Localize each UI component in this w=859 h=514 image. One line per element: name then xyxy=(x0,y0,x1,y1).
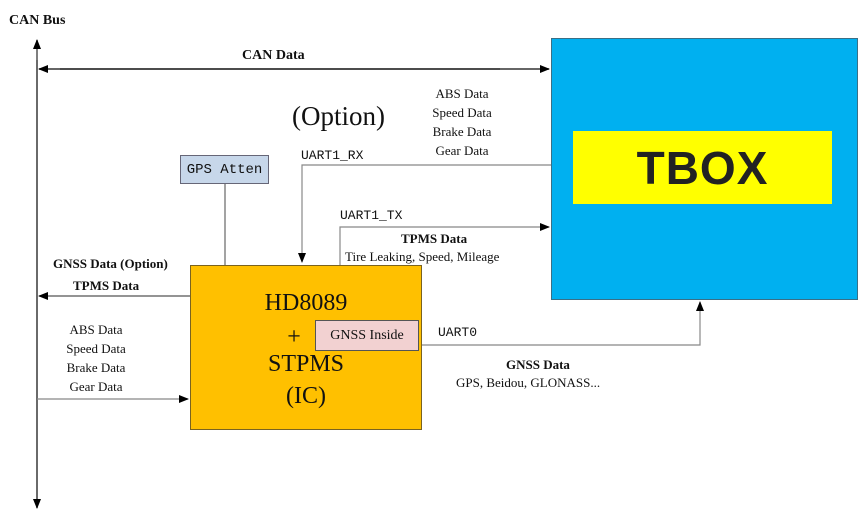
from-can-data-item: ABS Data xyxy=(69,322,123,337)
uart1-tx-title: TPMS Data xyxy=(401,231,468,246)
chip-plus: + xyxy=(287,324,301,350)
chip-stpms: STPMS xyxy=(267,351,345,377)
from-can-data-list: ABS Data Speed Data Brake Data Gear Data xyxy=(48,320,144,396)
option-label: (Option) xyxy=(292,101,385,131)
uart1-rx-line xyxy=(298,164,551,263)
tbox-label-panel: TBOX xyxy=(573,131,832,204)
chip-name: HD8089 xyxy=(264,290,348,316)
uart1-rx-data-list: ABS Data Speed Data Brake Data Gear Data xyxy=(412,84,512,160)
uart1-rx-data-item: Gear Data xyxy=(435,143,489,158)
from-can-data-item: Brake Data xyxy=(66,360,126,375)
uart0-line xyxy=(422,301,704,346)
gnss-inside-box: GNSS Inside xyxy=(315,320,419,351)
to-can-tpms-label: TPMS Data xyxy=(73,278,140,293)
uart0-detail: GPS, Beidou, GLONASS... xyxy=(456,375,601,390)
from-can-data-item: Speed Data xyxy=(66,341,126,356)
uart1-tx-line xyxy=(339,223,550,265)
from-can-data-item: Gear Data xyxy=(69,379,123,394)
to-can-gnss-label: GNSS Data (Option) xyxy=(53,256,168,271)
hd8089-stpms-chip: HD8089 + STPMS (IC) GNSS Inside xyxy=(190,265,422,430)
chip-ic: (IC) xyxy=(286,383,326,409)
uart1-rx-label: UART1_RX xyxy=(301,148,364,163)
gnss-inside-label: GNSS Inside xyxy=(330,327,404,343)
can-bus-label: CAN Bus xyxy=(9,13,66,28)
tbox-block: TBOX xyxy=(551,38,858,300)
tbox-title: TBOX xyxy=(636,141,769,194)
uart0-title: GNSS Data xyxy=(506,357,570,372)
uart1-tx-label: UART1_TX xyxy=(340,208,403,223)
uart0-label: UART0 xyxy=(438,325,478,340)
uart1-tx-detail: Tire Leaking, Speed, Mileage xyxy=(345,249,500,264)
gps-atten-box: GPS Atten xyxy=(180,155,269,184)
can-data-label: CAN Data xyxy=(242,48,305,63)
uart1-rx-data-item: ABS Data xyxy=(435,86,489,101)
gps-atten-label: GPS Atten xyxy=(186,161,263,178)
uart1-rx-data-item: Brake Data xyxy=(432,124,492,139)
uart1-rx-data-item: Speed Data xyxy=(432,105,492,120)
